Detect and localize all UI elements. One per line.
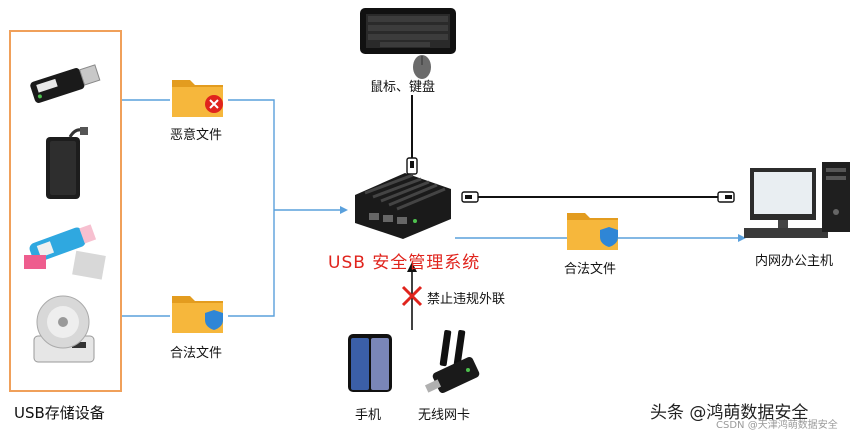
malicious-folder-icon: [172, 80, 223, 117]
usb-security-hub-icon: [355, 173, 451, 239]
line-malicious-to-hub: [228, 99, 275, 210]
phone-icon: [348, 334, 392, 392]
legal-folder-icon: [567, 213, 618, 250]
arrow-into-host: [738, 234, 746, 242]
office-computer-icon: [744, 162, 850, 238]
legal-file-label-right: 合法文件: [564, 262, 617, 277]
forbidden-cross-icon: [401, 285, 423, 307]
watermark-main: 头条 @鸿萌数据安全: [650, 403, 809, 423]
keyboard-icon: [360, 8, 456, 54]
usb-plug-icon: [461, 191, 479, 203]
system-title: USB 安全管理系统: [328, 253, 481, 273]
usb-plug-icon: [717, 191, 735, 203]
forbidden-arrow-up: [407, 262, 417, 272]
optical-disc-icon: [33, 295, 95, 363]
usb-devices-group: [9, 30, 122, 392]
wireless-card-label: 无线网卡: [418, 408, 471, 423]
watermark-sub: CSDN @天津鸿萌数据安全: [716, 420, 838, 431]
usb-plug-icon: [406, 157, 418, 175]
legal-folder-icon: [172, 296, 223, 333]
usb-flash-drive-icon: [30, 64, 101, 103]
mouse-keyboard-label: 鼠标、键盘: [370, 80, 436, 95]
forbid-external-label: 禁止违规外联: [427, 292, 506, 307]
mouse-icon: [413, 55, 431, 79]
usb-devices-label: USB存储设备: [14, 404, 105, 422]
line-legal-to-hub: [228, 210, 275, 317]
legal-file-label-left: 合法文件: [170, 346, 223, 361]
internal-host-label: 内网办公主机: [755, 254, 834, 269]
wireless-card-icon: [424, 330, 480, 393]
card-reader-icon: [24, 224, 106, 280]
portable-hard-drive-icon: [46, 127, 88, 199]
arrow-into-hub: [340, 206, 348, 214]
malicious-file-label: 恶意文件: [170, 128, 223, 143]
phone-label: 手机: [355, 408, 382, 423]
